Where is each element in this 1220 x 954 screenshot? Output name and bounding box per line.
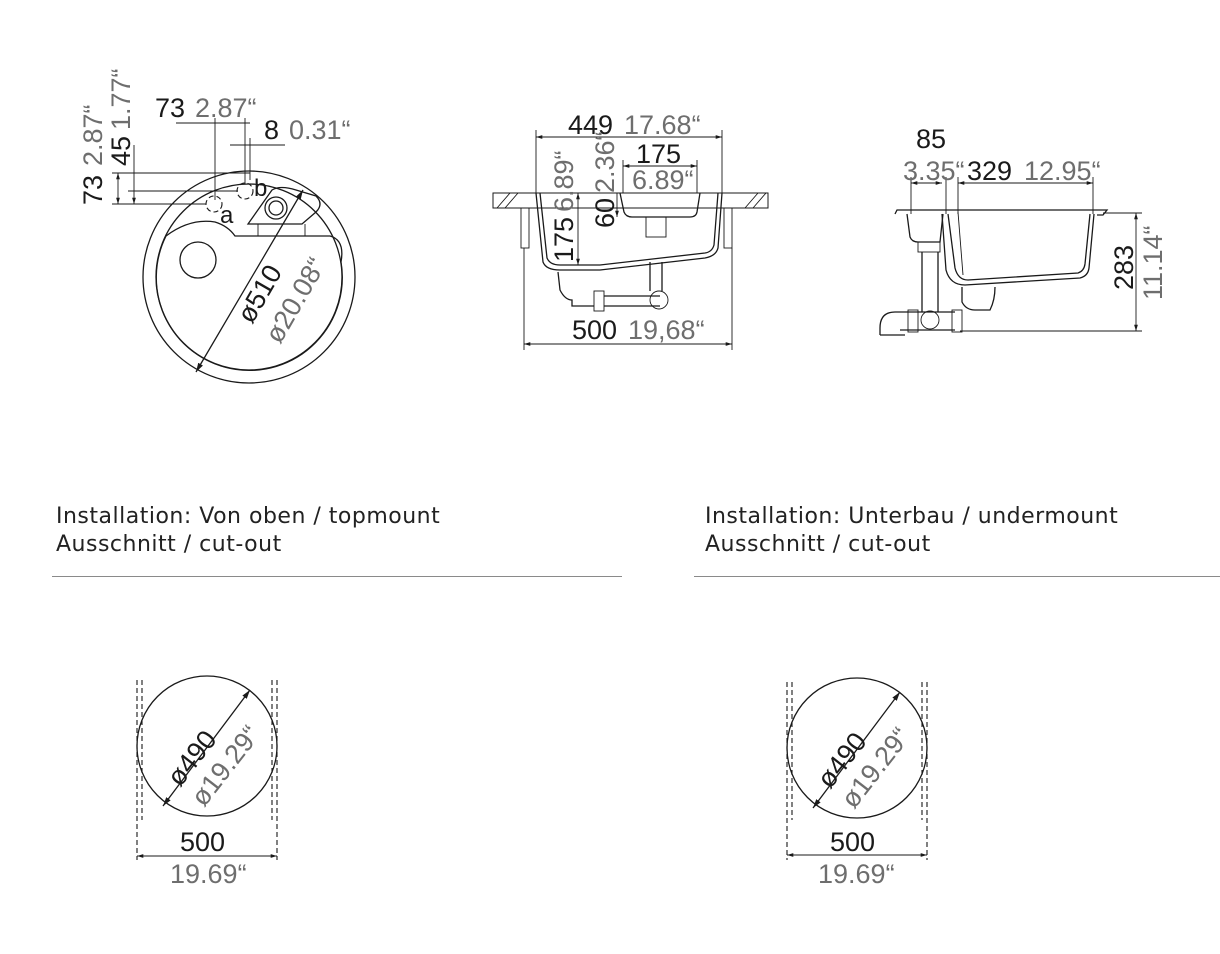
small-depth-mm: 60: [590, 198, 620, 228]
height-in: 11.14“: [1138, 225, 1168, 300]
width-top-mm: 449: [568, 110, 613, 140]
undermount-title: Installation: Unterbau / undermount: [705, 504, 1119, 529]
bowl-width-mm: 175: [636, 139, 681, 169]
bowl-width-in: 6.89“: [632, 165, 694, 195]
side-view-drawing: 85 3.35“ 329 12.95“ 283 11.14“: [879, 124, 1168, 336]
dim-v73-in: 2.87“: [78, 104, 108, 166]
undermount-heading: Installation: Unterbau / undermount Auss…: [705, 503, 1118, 559]
height-mm: 283: [1109, 245, 1139, 290]
dim-85-in: 3.35“: [903, 156, 965, 186]
undermount-divider: [694, 576, 1220, 577]
dim-v73-mm: 73: [78, 175, 108, 205]
undermount-cutout-drawing: ø490 ø19.29“ 500 19.69“: [786, 677, 928, 889]
dim-85-mm: 85: [916, 124, 946, 154]
topmount-divider: [52, 576, 622, 577]
width-bottom-in: 19,68“: [628, 315, 705, 345]
section-view-drawing: 449 17.68“ 175 6.89“ 175 6.89“ 60 2.36“ …: [492, 110, 769, 350]
topmount-cutout-drawing: ø490 ø19.29“ 500 19.69“: [136, 675, 278, 889]
undermount-subtitle: Ausschnitt / cut-out: [705, 532, 931, 557]
undermount-width-mm: 500: [830, 827, 875, 857]
dim-329-mm: 329: [967, 156, 1012, 186]
overflow-plate: [246, 186, 321, 225]
dim-8-mm: 8: [264, 115, 279, 145]
dim-73-mm: 73: [155, 93, 185, 123]
topmount-width-in: 19.69“: [170, 859, 247, 889]
dim-45-mm: 45: [106, 136, 136, 166]
topmount-heading: Installation: Von oben / topmount Aussch…: [56, 503, 440, 559]
dim-45-in: 1.77“: [106, 68, 136, 130]
drain-hole: [179, 241, 217, 279]
dim-329-in: 12.95“: [1024, 156, 1101, 186]
topmount-subtitle: Ausschnitt / cut-out: [56, 532, 282, 557]
hole-b-label: b: [254, 175, 267, 202]
dim-8-in: 0.31“: [289, 115, 351, 145]
depth-in: 6.89“: [549, 150, 579, 212]
top-view-drawing: 73 2.87“ 8 0.31“ 45 1.77“ 73 2.87“ a b ø…: [78, 68, 356, 384]
tap-hole-b: [236, 182, 254, 200]
topmount-width-mm: 500: [180, 827, 225, 857]
small-depth-in: 2.36“: [590, 131, 620, 193]
topmount-title: Installation: Von oben / topmount: [56, 504, 441, 529]
width-top-in: 17.68“: [624, 110, 701, 140]
undermount-width-in: 19.69“: [818, 859, 895, 889]
depth-mm: 175: [549, 217, 579, 262]
dim-73-in: 2.87“: [195, 93, 257, 123]
width-bottom-mm: 500: [572, 315, 617, 345]
hole-a-label: a: [220, 202, 234, 229]
